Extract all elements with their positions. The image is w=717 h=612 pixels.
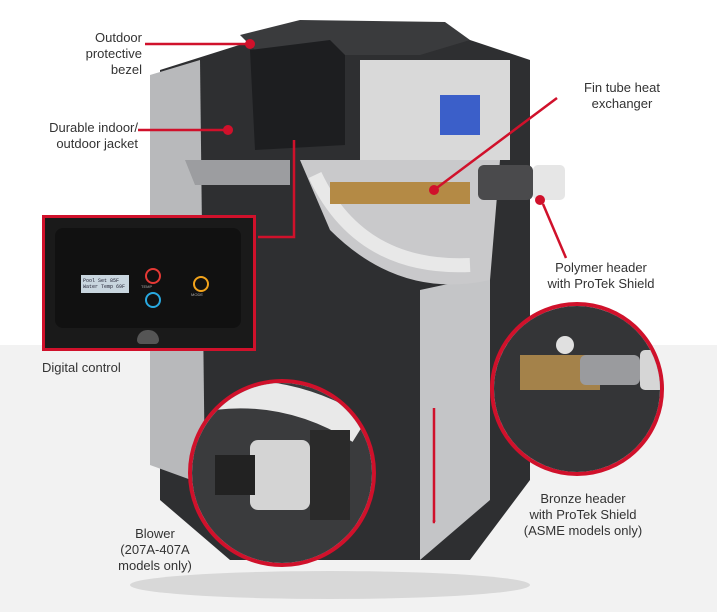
digital-control-inset: Pool Set 85F Water Temp 69F TEMP MODE [42,215,256,351]
callout-jacket: Durable indoor/ outdoor jacket [49,120,138,151]
fin-manifold [360,60,510,160]
polymer-header [478,165,533,200]
temp-label: TEMP [141,284,153,289]
lcd-line-1: Pool Set 85F [83,278,120,284]
callout-dots [223,39,545,205]
lcd-line-2: Water Temp 69F [83,284,126,290]
lcd-display: Pool Set 85F Water Temp 69F [81,275,129,293]
callout-fin-tube: Fin tube heat exchanger [584,80,660,111]
heat-exchanger-tubes [330,182,470,204]
callout-digital-control: Digital control [42,360,121,375]
right-trim [420,275,490,560]
callout-outdoor-bezel: Outdoor protective bezel [85,30,142,77]
temp-down-button[interactable] [145,292,161,308]
control-bezel [250,40,345,150]
callout-bronze-header: Bronze header with ProTek Shield (ASME m… [523,491,643,538]
blower-motor [250,440,310,510]
callout-polymer-header: Polymer header with ProTek Shield [547,260,655,291]
mode-button[interactable] [193,276,209,292]
floor-shadow [130,571,530,599]
callout-lines [138,42,568,524]
temp-up-button[interactable] [145,268,161,284]
mode-label: MODE [191,292,203,297]
power-button[interactable] [137,330,159,344]
tube-connector [440,95,480,135]
callout-blower: Blower (207A-407A models only) [118,526,192,573]
